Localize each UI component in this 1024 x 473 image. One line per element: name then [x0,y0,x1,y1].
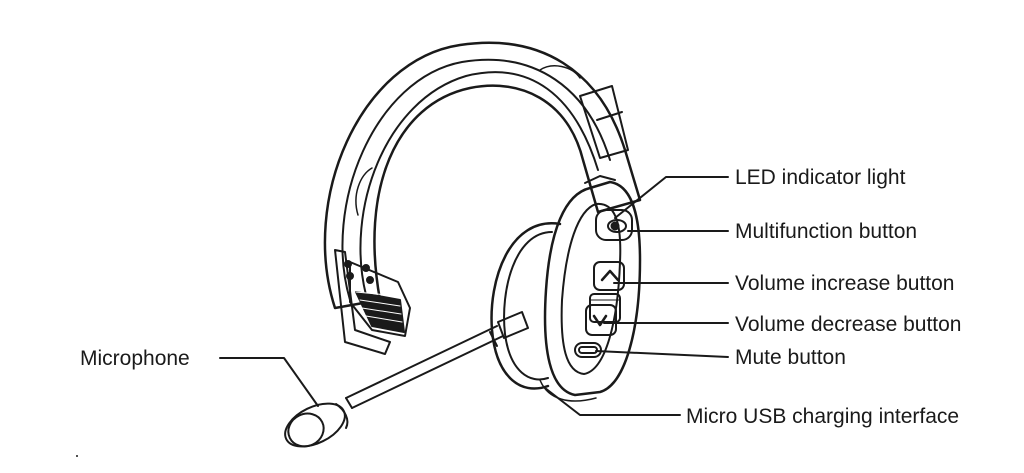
leader-mute [595,350,729,358]
ear-cushion [490,222,562,390]
label-micro-usb-interface: Micro USB charging interface [686,405,960,428]
headband [323,41,642,310]
label-mute-button: Mute button [735,346,846,369]
left-pad [334,249,411,355]
label-led-indicator: LED indicator light [735,166,906,189]
leader-lines [219,176,729,416]
label-multifunction-button: Multifunction button [735,220,918,243]
boom-microphone [284,311,529,448]
label-microphone: Microphone [80,347,190,370]
earcup-housing [539,175,642,402]
leader-usb [544,387,681,416]
label-volume-decrease-button: Volume decrease button [735,313,962,336]
label-volume-increase-button: Volume increase button [735,272,955,295]
stray-dot [76,455,78,457]
control-buttons [574,209,633,358]
leader-led [614,176,729,219]
leader-microphone [219,357,319,407]
